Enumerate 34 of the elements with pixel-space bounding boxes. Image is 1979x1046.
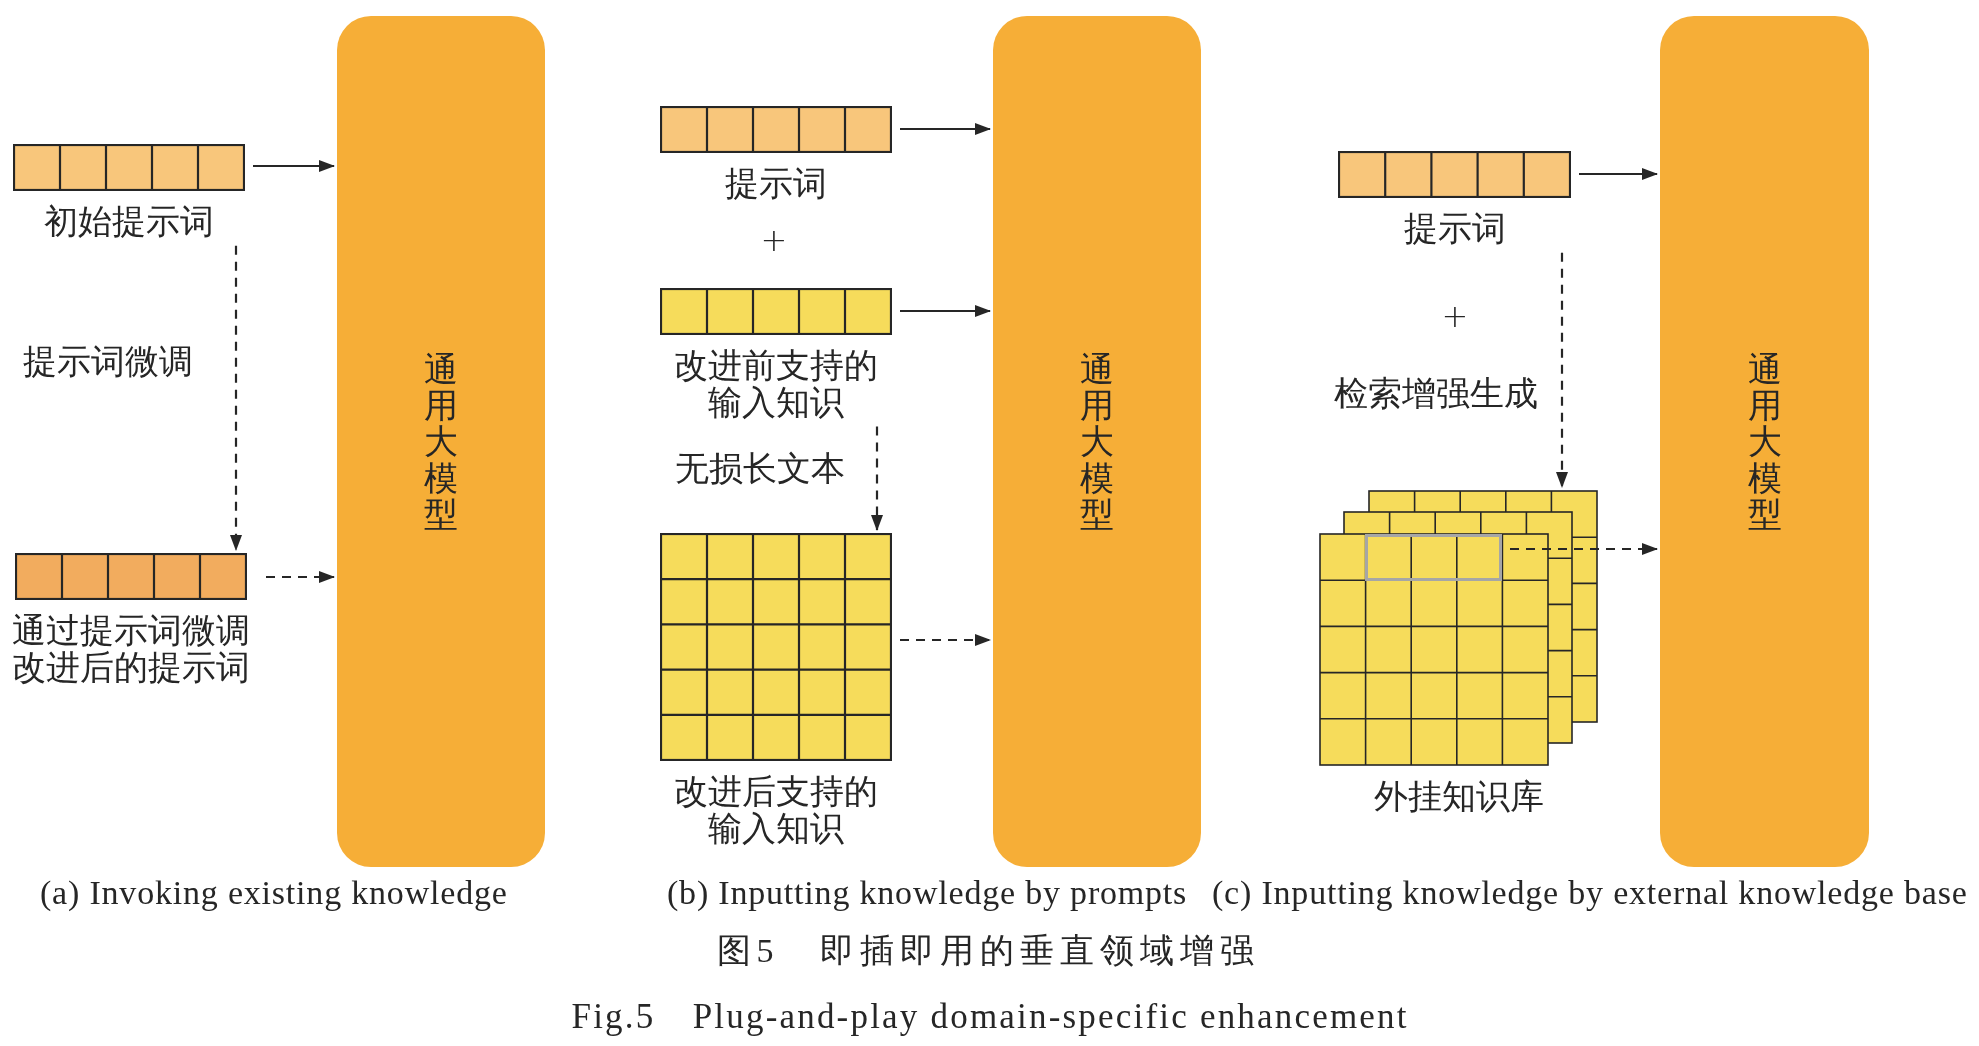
figure-caption-translation: Fig.5 Plug-and-play domain-specific enhancement [571, 998, 1409, 1037]
edge-label: 提示词微调 [23, 343, 193, 381]
model-block [993, 16, 1201, 867]
arrow [871, 426, 883, 531]
model-block [337, 16, 545, 867]
highlight-frame [1365, 534, 1502, 581]
model-label: 通用大模型 [423, 351, 459, 532]
model-label: 通用大模型 [1746, 351, 1783, 532]
plus-sign: + [1441, 300, 1469, 332]
edge-label: 检索增强生成 [1334, 375, 1538, 413]
panel-caption: (c) Inputting knowledge by external knowledge base [1212, 874, 1968, 912]
arrow [230, 245, 242, 551]
node-label: 提示词 [725, 165, 827, 202]
arrow [253, 160, 335, 172]
model-block [1660, 16, 1869, 867]
node-label: 改进前支持的输入知识 [673, 347, 879, 421]
model-label: 通用大模型 [1079, 351, 1115, 532]
panel-caption: (a) Invoking existing knowledge [40, 874, 508, 912]
arrow [1579, 168, 1658, 180]
arrow [900, 634, 991, 646]
node-label: 提示词 [1403, 210, 1506, 247]
node-label: 通过提示词微调改进后的提示词 [11, 612, 251, 686]
arrow [900, 305, 991, 317]
panel-caption: (b) Inputting knowledge by prompts [667, 874, 1188, 912]
figure-caption: 图5 即插即用的垂直领域增强 [716, 932, 1260, 970]
node-label: 初始提示词 [44, 203, 214, 240]
arrow [1510, 543, 1658, 555]
node-label: 外挂知识库 [1373, 778, 1544, 815]
plus-sign: + [760, 224, 788, 256]
arrow [266, 571, 335, 583]
arrow [900, 123, 991, 135]
edge-label: 无损长文本 [675, 450, 845, 488]
arrow [1556, 252, 1568, 488]
node-label: 改进后支持的输入知识 [673, 773, 879, 847]
